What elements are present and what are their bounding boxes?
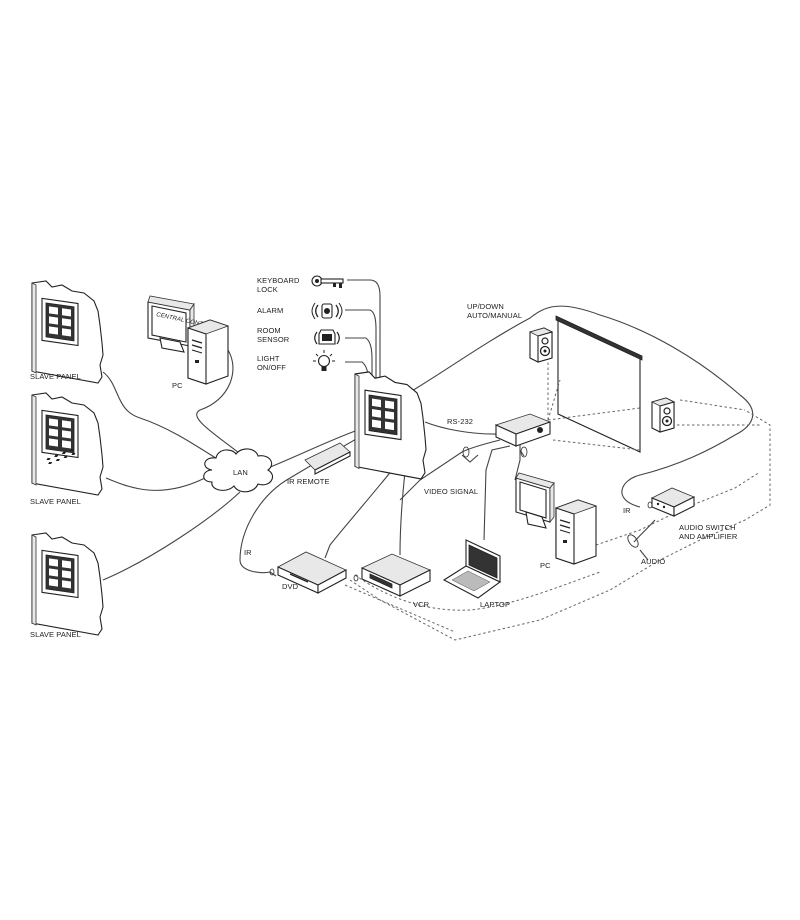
wall-panel-icon	[31, 532, 104, 636]
projector-icon[interactable]	[494, 413, 552, 447]
slave-panel-label-1: SLAVE PANEL	[30, 372, 81, 381]
audio-junction-icon	[627, 534, 639, 548]
video-signal-label: VIDEO SIGNAL	[424, 487, 478, 496]
dvd-player-icon[interactable]	[277, 551, 347, 594]
lan-cloud[interactable]: LAN	[203, 448, 273, 493]
slave-panel-3[interactable]	[31, 532, 104, 636]
rs232-label: RS-232	[447, 417, 473, 426]
right-pc[interactable]	[515, 472, 597, 565]
sensor-icon[interactable]	[314, 329, 340, 345]
pc-left-label: PC	[172, 381, 183, 390]
slave-panel-label-3: SLAVE PANEL	[30, 630, 81, 639]
speaker-icon	[529, 327, 553, 363]
amplifier-icon[interactable]	[651, 487, 695, 517]
wireless-signal-icon	[461, 446, 528, 463]
cloud-network-icon	[203, 448, 273, 493]
desktop-computer-icon	[555, 499, 597, 565]
room-sensor-label-1: ROOM	[257, 326, 281, 335]
audio-switch-label-2: AND AMPLIFIER	[679, 532, 738, 541]
speaker-left[interactable]	[529, 327, 553, 363]
speaker-right[interactable]	[651, 397, 675, 433]
slave-panel-2[interactable]	[31, 392, 104, 496]
laptop-icon[interactable]	[442, 539, 502, 599]
main-control-panel[interactable]	[354, 371, 427, 480]
light-label-2: ON/OFF	[257, 363, 286, 372]
audio-switch-label-1: AUDIO SWITCH	[679, 523, 736, 532]
ir-remote-label: IR REMOTE	[287, 477, 330, 486]
wall-panel-icon	[31, 392, 104, 496]
alarm-icon[interactable]	[311, 302, 343, 320]
central-control-pc[interactable]: CENTRAL CONTROL	[147, 295, 229, 385]
vcr-icon[interactable]	[361, 553, 431, 597]
wall-panel-icon	[31, 280, 104, 384]
vcr-label: VCR	[413, 600, 430, 609]
updown-label-1: UP/DOWN	[467, 302, 504, 311]
light-bulb-icon[interactable]	[313, 350, 335, 371]
speaker-icon	[651, 397, 675, 433]
updown-label-2: AUTO/MANUAL	[467, 311, 522, 320]
slave-panel-label-2: SLAVE PANEL	[30, 497, 81, 506]
ir-receiver-icon	[269, 568, 275, 576]
ir-left-label: IR	[244, 548, 252, 557]
projection-screen-icon[interactable]	[555, 315, 643, 453]
keyboard-lock-label-2: LOCK	[257, 285, 278, 294]
light-label-1: LIGHT	[257, 354, 280, 363]
desktop-computer-icon	[187, 319, 229, 385]
room-sensor-label-2: SENSOR	[257, 335, 290, 344]
ir-remote-icon[interactable]	[46, 442, 351, 475]
dvd-label: DVD	[282, 582, 299, 591]
master-panel-icon	[354, 371, 427, 480]
slave-panel-1[interactable]	[31, 280, 104, 384]
audio-label: AUDIO	[641, 557, 665, 566]
laptop-label: LAPTOP	[480, 600, 510, 609]
lan-label: LAN	[233, 468, 248, 477]
alarm-label: ALARM	[257, 306, 283, 315]
ir-right-label: IR	[623, 506, 631, 515]
pc-right-label: PC	[540, 561, 551, 570]
monitor-icon	[515, 472, 555, 529]
keyboard-lock-label-1: KEYBOARD	[257, 276, 300, 285]
key-icon[interactable]	[311, 275, 344, 288]
